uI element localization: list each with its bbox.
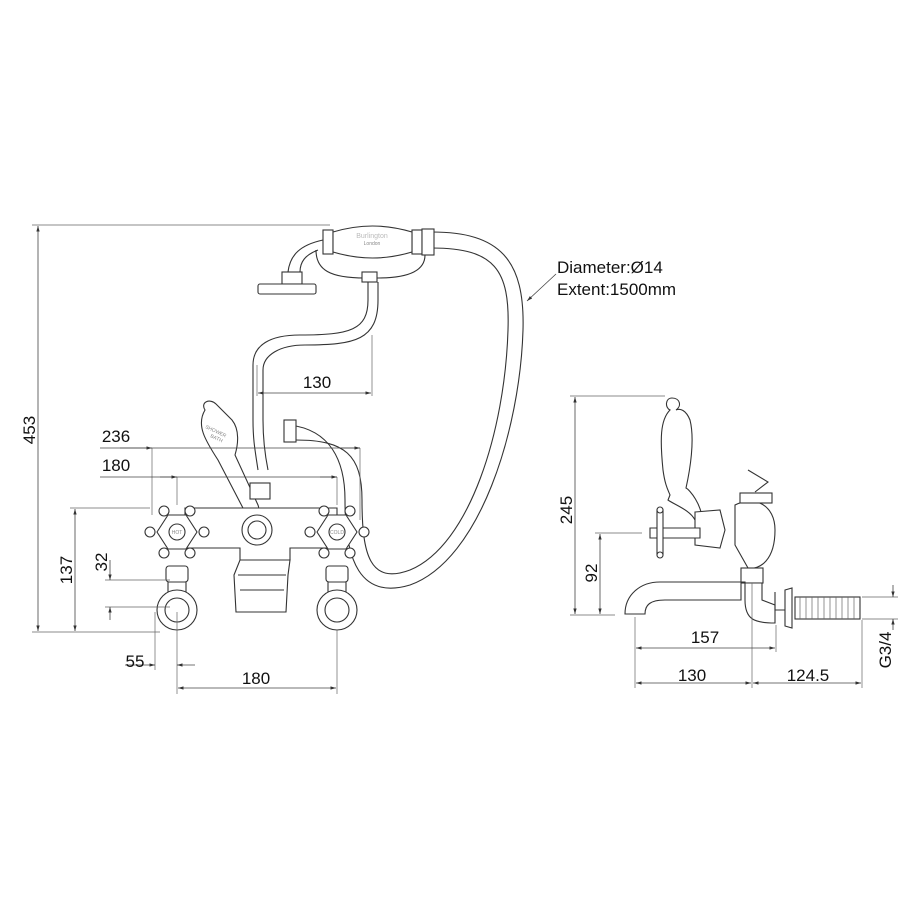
handset-brand: Burlington xyxy=(356,233,388,240)
side-lever xyxy=(660,397,703,521)
dim-236: 236 xyxy=(102,427,130,446)
handset-sub: London xyxy=(364,241,381,247)
diverter-lever: SHOWER BATH xyxy=(200,400,271,516)
dim-55: 55 xyxy=(126,652,145,671)
dim-124-5: 124.5 xyxy=(787,666,830,685)
handset: Burlington London xyxy=(257,225,435,295)
side-dimensions: 245 92 157 130 124.5 G3/4 xyxy=(557,395,898,688)
front-dimensions: 453 236 180 137 32 55 180 xyxy=(20,224,373,694)
dim-157: 157 xyxy=(691,628,719,647)
diverter-label-bath: BATH xyxy=(209,433,224,444)
dim-32: 32 xyxy=(92,553,111,572)
dim-137: 137 xyxy=(57,556,76,584)
hose-diameter: Diameter:Ø14 xyxy=(557,258,663,277)
hot-label: HOT xyxy=(172,530,183,536)
dim-180-top: 180 xyxy=(102,456,130,475)
side-threaded-tail xyxy=(794,596,861,620)
side-body xyxy=(734,500,776,569)
cold-tap: COLD xyxy=(304,505,370,631)
dim-245: 245 xyxy=(557,496,576,524)
front-view: Burlington London SHOWER BATH xyxy=(20,224,524,694)
dim-180-bottom: 180 xyxy=(242,669,270,688)
shower-hose xyxy=(289,231,524,589)
side-view: 245 92 157 130 124.5 G3/4 xyxy=(557,395,898,688)
side-cross-handle xyxy=(656,506,664,559)
hose-extent: Extent:1500mm xyxy=(557,280,676,299)
cold-label: COLD xyxy=(330,530,344,536)
dim-130-side: 130 xyxy=(678,666,706,685)
dim-92: 92 xyxy=(582,564,601,583)
hot-tap: HOT xyxy=(144,505,210,631)
dim-130-cradle: 130 xyxy=(303,373,331,392)
dim-453: 453 xyxy=(20,416,39,444)
dim-g3-4: G3/4 xyxy=(876,632,895,669)
hose-note: Diameter:Ø14 Extent:1500mm xyxy=(526,258,676,302)
spout xyxy=(233,559,291,613)
side-spout xyxy=(624,581,776,624)
